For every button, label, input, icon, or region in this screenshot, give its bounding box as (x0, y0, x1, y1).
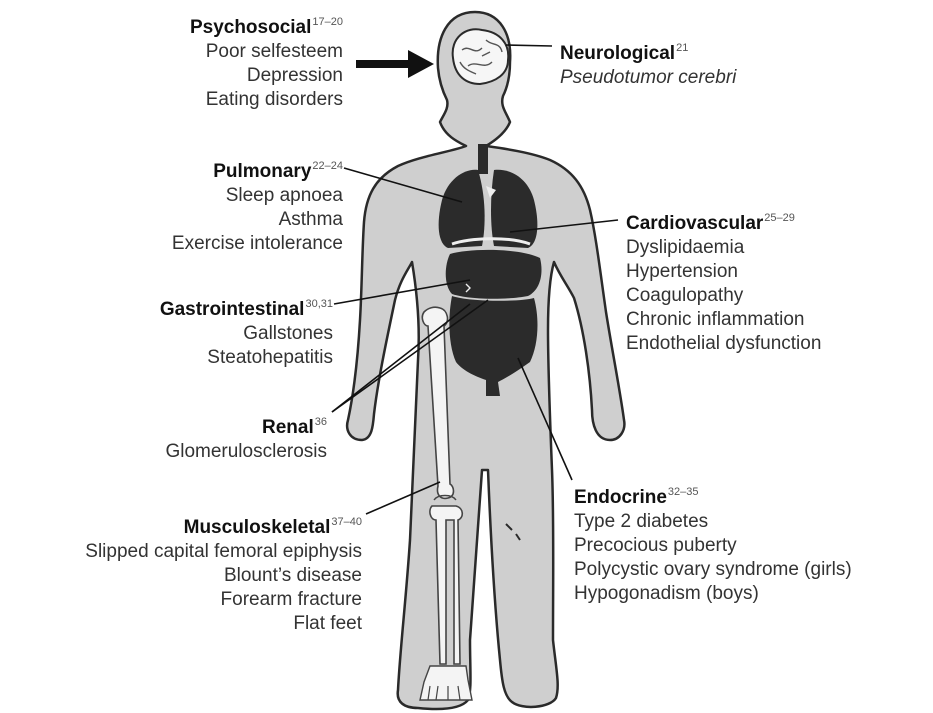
pulmonary-heading: Pulmonary22–24 (172, 154, 343, 184)
musculoskeletal-item: Flat feet (85, 612, 362, 636)
cardiovascular-item: Chronic inflammation (626, 308, 821, 332)
musculoskeletal-item: Forearm fracture (85, 588, 362, 612)
neurological-item: Pseudotumor cerebri (560, 66, 736, 90)
pulmonary-group: Pulmonary22–24 Sleep apnoea Asthma Exerc… (172, 154, 343, 256)
foot-bones (420, 666, 472, 700)
pulmonary-ref: 22–24 (312, 160, 343, 172)
musculoskeletal-group: Musculoskeletal37–40 Slipped capital fem… (85, 510, 362, 636)
cardiovascular-item: Endothelial dysfunction (626, 332, 821, 356)
pulmonary-item: Exercise intolerance (172, 232, 343, 256)
renal-ref: 36 (315, 416, 327, 428)
pulmonary-item: Asthma (172, 208, 343, 232)
trachea (478, 144, 488, 174)
psychosocial-item: Poor selfesteem (190, 40, 343, 64)
cardiovascular-heading: Cardiovascular25–29 (626, 206, 821, 236)
cardiovascular-ref: 25–29 (764, 212, 795, 224)
leader-line-neurological (506, 45, 552, 46)
renal-group: Renal36 Glomerulosclerosis (165, 410, 327, 464)
renal-heading: Renal36 (165, 410, 327, 440)
neurological-heading: Neurological21 (560, 36, 736, 66)
cardiovascular-item: Hypertension (626, 260, 821, 284)
endocrine-item: Hypogonadism (boys) (574, 582, 852, 606)
cardiovascular-item: Coagulopathy (626, 284, 821, 308)
endocrine-ref: 32–35 (668, 486, 699, 498)
psychosocial-item: Eating disorders (190, 88, 343, 112)
gastrointestinal-item: Steatohepatitis (160, 346, 333, 370)
neurological-group: Neurological21 Pseudotumor cerebri (560, 36, 736, 90)
liver-stomach (446, 250, 542, 299)
endocrine-item: Polycystic ovary syndrome (girls) (574, 558, 852, 582)
pulmonary-item: Sleep apnoea (172, 184, 343, 208)
gastrointestinal-ref: 30,31 (305, 298, 333, 310)
psychosocial-item: Depression (190, 64, 343, 88)
musculoskeletal-ref: 37–40 (331, 516, 362, 528)
gastrointestinal-item: Gallstones (160, 322, 333, 346)
cardiovascular-group: Cardiovascular25–29 Dyslipidaemia Hypert… (626, 206, 821, 356)
endocrine-item: Precocious puberty (574, 534, 852, 558)
gastrointestinal-group: Gastrointestinal30,31 Gallstones Steatoh… (160, 292, 333, 370)
cardiovascular-item: Dyslipidaemia (626, 236, 821, 260)
endocrine-group: Endocrine32–35 Type 2 diabetes Precociou… (574, 480, 852, 606)
gastrointestinal-heading: Gastrointestinal30,31 (160, 292, 333, 322)
neurological-ref: 21 (676, 42, 688, 54)
musculoskeletal-heading: Musculoskeletal37–40 (85, 510, 362, 540)
musculoskeletal-item: Slipped capital femoral epiphysis (85, 540, 362, 564)
psychosocial-ref: 17–20 (312, 16, 343, 28)
brain-shape (453, 29, 509, 84)
psychosocial-heading: Psychosocial17–20 (190, 10, 343, 40)
endocrine-heading: Endocrine32–35 (574, 480, 852, 510)
endocrine-item: Type 2 diabetes (574, 510, 852, 534)
renal-item: Glomerulosclerosis (165, 440, 327, 464)
psychosocial-arrow (356, 50, 434, 78)
musculoskeletal-item: Blount’s disease (85, 564, 362, 588)
psychosocial-group: Psychosocial17–20 Poor selfesteem Depres… (190, 10, 343, 112)
